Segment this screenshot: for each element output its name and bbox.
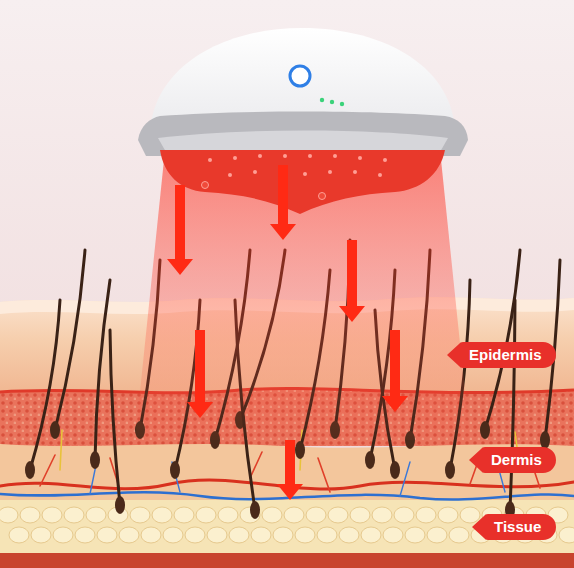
fat-cell bbox=[42, 507, 62, 523]
fat-cell bbox=[394, 507, 414, 523]
layer-label: Tissue bbox=[472, 514, 556, 540]
fat-cell bbox=[416, 507, 436, 523]
fat-cell bbox=[229, 527, 249, 543]
fat-cell bbox=[350, 507, 370, 523]
fat-cell bbox=[130, 507, 150, 523]
fat-cell bbox=[273, 527, 293, 543]
layer-tag: Epidermis bbox=[447, 342, 556, 368]
tag-fill bbox=[469, 447, 556, 473]
fat-cell bbox=[460, 507, 480, 523]
hair-bulb bbox=[365, 451, 375, 469]
fat-cell bbox=[449, 527, 469, 543]
fat-cell bbox=[119, 527, 139, 543]
fat-cell bbox=[86, 507, 106, 523]
hair-bulb bbox=[115, 496, 125, 514]
hair-shaft bbox=[110, 330, 120, 505]
fat-cell bbox=[262, 507, 282, 523]
fat-cell bbox=[207, 527, 227, 543]
fat-cell bbox=[317, 527, 337, 543]
fat-cell bbox=[306, 507, 326, 523]
fat-cell bbox=[196, 507, 216, 523]
hair-bulb bbox=[250, 501, 260, 519]
fat-cell bbox=[295, 527, 315, 543]
fat-cell bbox=[53, 527, 73, 543]
fat-cell bbox=[218, 507, 238, 523]
light-arrow bbox=[187, 330, 213, 418]
fat-cell bbox=[185, 527, 205, 543]
tag-fill bbox=[447, 342, 556, 368]
fat-cell bbox=[0, 507, 18, 523]
layer-tag: Dermis bbox=[469, 447, 556, 473]
fat-cell bbox=[559, 527, 574, 543]
fat-cell bbox=[438, 507, 458, 523]
fat-cells bbox=[0, 507, 574, 543]
fat-cell bbox=[64, 507, 84, 523]
fat-cell bbox=[141, 527, 161, 543]
hair-bulb bbox=[540, 431, 550, 449]
fat-cell bbox=[361, 527, 381, 543]
layer-label: Dermis bbox=[469, 447, 556, 473]
hair-shaft bbox=[30, 300, 60, 470]
light-arrow bbox=[167, 185, 193, 275]
hair-shaft bbox=[95, 280, 110, 460]
fat-cell bbox=[427, 527, 447, 543]
fat-cell bbox=[163, 527, 183, 543]
fat-cell bbox=[383, 527, 403, 543]
blood-vessels bbox=[0, 430, 574, 500]
light-arrow bbox=[270, 165, 296, 240]
hair-bulb bbox=[390, 461, 400, 479]
fat-cell bbox=[9, 527, 29, 543]
fat-cell bbox=[75, 527, 95, 543]
hair-bulb bbox=[170, 461, 180, 479]
light-beam bbox=[135, 150, 470, 440]
hair-bulb bbox=[90, 451, 100, 469]
tag-fill bbox=[472, 514, 556, 540]
fat-cell bbox=[372, 507, 392, 523]
light-arrow bbox=[339, 240, 365, 322]
hair-bulb bbox=[295, 441, 305, 459]
layer-label: Epidermis bbox=[447, 342, 556, 368]
hair-bulb bbox=[480, 421, 490, 439]
laser-helmet bbox=[138, 28, 468, 214]
hair-bulb bbox=[445, 461, 455, 479]
layer-tag: Tissue bbox=[472, 514, 556, 540]
fat-cell bbox=[174, 507, 194, 523]
hair-shaft bbox=[55, 250, 85, 430]
fat-cell bbox=[20, 507, 40, 523]
fat-cell bbox=[97, 527, 117, 543]
hair-shaft bbox=[510, 300, 515, 510]
fat-cell bbox=[251, 527, 271, 543]
hair-bulb bbox=[50, 421, 60, 439]
fat-cell bbox=[31, 527, 51, 543]
fat-cell bbox=[152, 507, 172, 523]
fat-cell bbox=[328, 507, 348, 523]
hair-bulb bbox=[25, 461, 35, 479]
light-arrow bbox=[382, 330, 408, 412]
fat-cell bbox=[284, 507, 304, 523]
fat-cell bbox=[339, 527, 359, 543]
light-arrows bbox=[167, 165, 408, 500]
light-arrow bbox=[277, 440, 303, 500]
fat-cell bbox=[405, 527, 425, 543]
